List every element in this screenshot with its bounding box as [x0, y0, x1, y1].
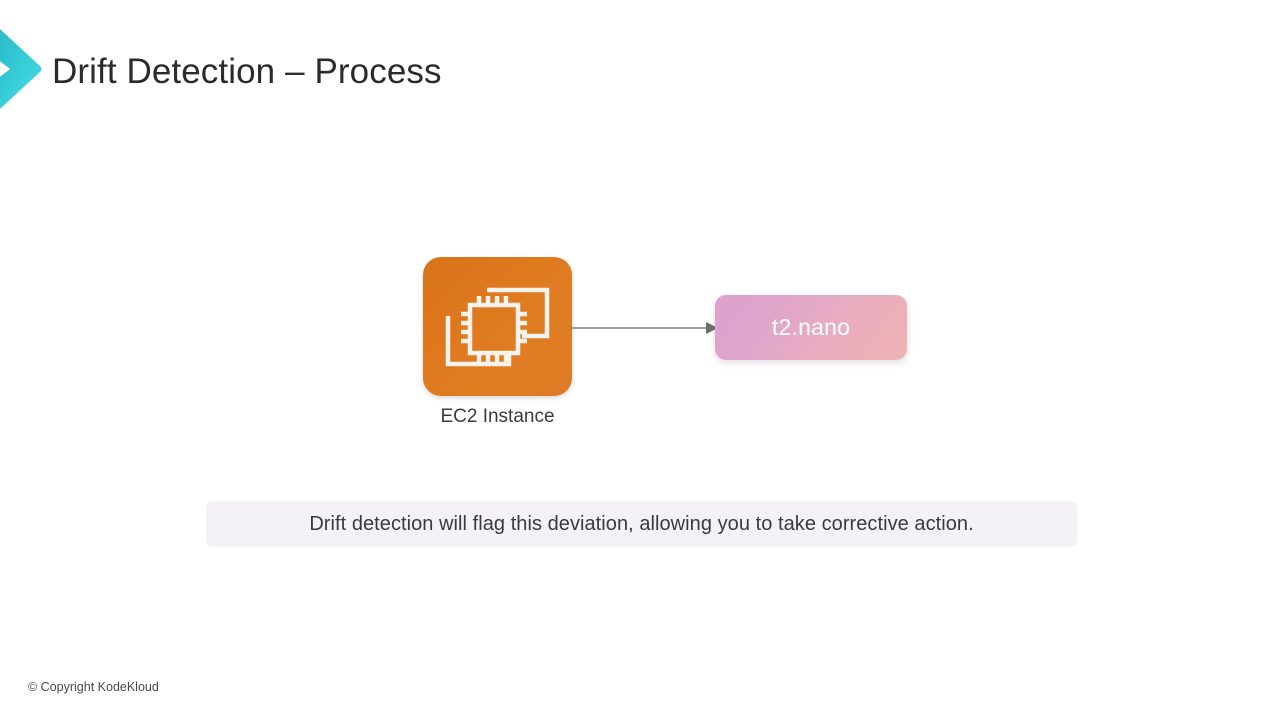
node-instance-type-label: t2.nano — [771, 314, 851, 340]
caption-text: Drift detection will flag this deviation… — [309, 512, 974, 535]
ec2-chip-icon — [423, 257, 572, 396]
footer-copyright: © Copyright KodeKloud — [28, 680, 159, 694]
node-ec2-instance-label: EC2 Instance — [440, 406, 555, 427]
node-instance-type[interactable]: t2.nano — [715, 295, 907, 360]
caption-banner: Drift detection will flag this deviation… — [206, 501, 1077, 547]
node-ec2-instance[interactable] — [423, 257, 572, 396]
connector-arrow — [568, 312, 720, 344]
page-title: Drift Detection – Process — [52, 52, 442, 91]
